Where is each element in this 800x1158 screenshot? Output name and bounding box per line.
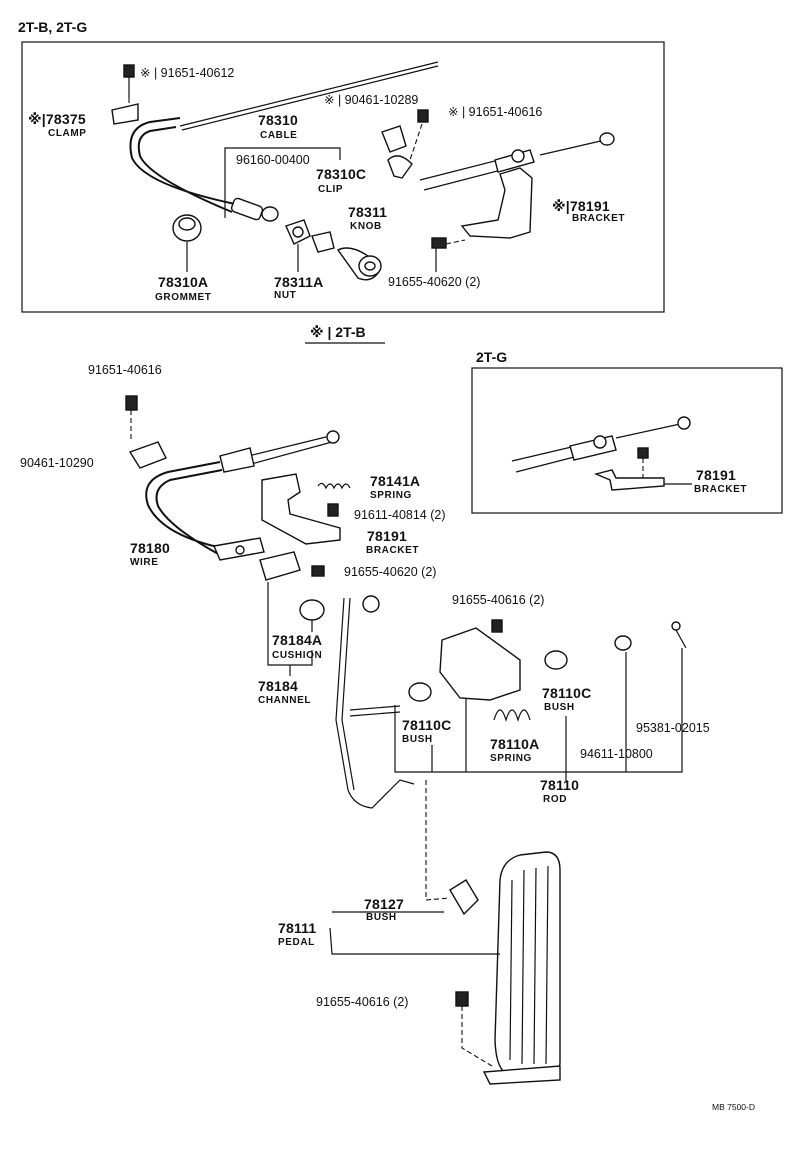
part-78180-number: 78180: [130, 540, 170, 556]
part-91651-40616-top: ※ | 91651-40616: [448, 105, 543, 119]
part-78184-name: CHANNEL: [258, 695, 312, 706]
part-78191-main-number: 78191: [367, 528, 407, 544]
part-91611-40814: 91611-40814 (2): [354, 508, 446, 522]
part-91651-40612: ※ | 91651-40612: [140, 66, 235, 80]
variant-label-2tg: 2T-G: [476, 349, 508, 365]
top-assembly-drawing: [111, 61, 615, 281]
part-78127-name: BUSH: [366, 912, 397, 923]
part-94611-10800: 94611-10800: [580, 747, 653, 761]
part-78191-2tg-number: 78191: [696, 467, 736, 483]
part-78110C-right-number: 78110C: [542, 685, 592, 701]
part-78110C-left-number: 78110C: [402, 717, 452, 733]
part-78110-name: ROD: [543, 794, 568, 805]
part-78184A-number: 78184A: [272, 632, 323, 648]
part-78375-number: ※|78375: [28, 111, 86, 127]
top-section-frame: [21, 41, 665, 313]
variant-label-top: 2T-B, 2T-G: [18, 19, 88, 35]
main-assembly-drawing: [125, 395, 687, 1085]
part-78311-name: KNOB: [350, 221, 382, 232]
right-section-frame: [471, 367, 783, 514]
part-78184A-name: CUSHION: [272, 650, 323, 661]
part-78310-number: 78310: [258, 112, 298, 128]
part-78310A-number: 78310A: [158, 274, 209, 290]
part-78310C-number: 78310C: [316, 166, 367, 182]
part-78110C-left-name: BUSH: [402, 734, 433, 745]
part-78310A-name: GROMMET: [155, 292, 212, 303]
part-90461-10289: ※ | 90461-10289: [324, 93, 419, 107]
part-78311A-name: NUT: [274, 290, 297, 301]
part-96160-00400: 96160-00400: [236, 153, 310, 167]
part-78310-name: CABLE: [260, 130, 298, 141]
part-78180-name: WIRE: [130, 557, 159, 568]
part-91655-40616-pedal: 91655-40616 (2): [316, 995, 409, 1009]
part-91655-40620-main: 91655-40620 (2): [344, 565, 437, 579]
part-78127-number: 78127: [364, 896, 404, 912]
part-91655-40616-main: 91655-40616 (2): [452, 593, 545, 607]
part-78111-name: PEDAL: [278, 937, 315, 948]
part-78141A-name: SPRING: [370, 490, 412, 501]
part-91655-40620-top: 91655-40620 (2): [388, 275, 481, 289]
part-90461-10290: 90461-10290: [20, 456, 94, 470]
part-78375-name: CLAMP: [48, 128, 87, 139]
part-78191-top-name: BRACKET: [572, 213, 626, 224]
part-78110-number: 78110: [540, 777, 580, 793]
part-78110A-number: 78110A: [490, 736, 540, 752]
section-label-2tb: ※ | 2T-B: [310, 324, 366, 340]
diagram-code: MB 7500-D: [712, 1102, 755, 1112]
part-78110C-right-name: BUSH: [544, 702, 575, 713]
part-78191-main-name: BRACKET: [366, 545, 420, 556]
part-78191-top-number: ※|78191: [552, 198, 610, 214]
part-78184-number: 78184: [258, 678, 298, 694]
part-95381-02015: 95381-02015: [636, 721, 710, 735]
part-78311-number: 78311: [348, 204, 388, 220]
right-assembly-drawing: [511, 416, 692, 491]
part-91651-40616-main: 91651-40616: [88, 363, 162, 377]
part-78111-number: 78111: [278, 920, 317, 936]
part-78141A-number: 78141A: [370, 473, 421, 489]
part-78191-2tg-name: BRACKET: [694, 484, 748, 495]
part-78110A-name: SPRING: [490, 753, 532, 764]
part-78310C-name: CLIP: [318, 184, 344, 195]
part-78311A-number: 78311A: [274, 274, 324, 290]
